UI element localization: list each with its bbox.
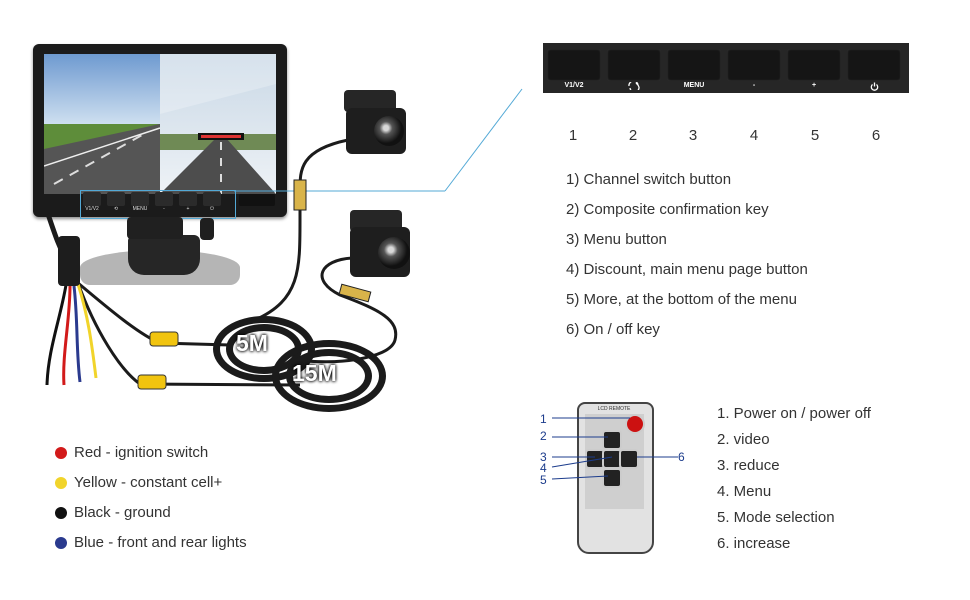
callout-connector-line: [234, 88, 523, 192]
monitor-stand-mount: [128, 235, 200, 275]
remote-callout-6: 6: [678, 450, 685, 464]
blue-dot-icon: [55, 537, 67, 549]
legend-blue: Blue - front and rear lights: [74, 534, 247, 551]
black-dot-icon: [55, 507, 67, 519]
remote-callout-1: 1: [540, 412, 547, 426]
remote-callout-lines: [551, 417, 678, 480]
cable-coil-15m-inner: [286, 349, 372, 403]
strip-button-v1v2[interactable]: [547, 49, 601, 81]
yellow-dot-icon: [55, 477, 67, 489]
monitor-button-strip: V1/V2 MENU - +: [543, 43, 909, 93]
strip-label-5: +: [811, 82, 817, 89]
road-split-screen-image: [44, 54, 276, 194]
camera-2-bracket: [350, 210, 402, 232]
remote-increase-button[interactable]: [621, 451, 637, 467]
cable-coil-15m: [272, 340, 386, 412]
bezel-label-4: -: [163, 206, 165, 212]
camera-1-lens-icon: [374, 116, 404, 146]
bezel-button-5[interactable]: [179, 192, 197, 206]
strip-label-1: V1/V2: [564, 82, 584, 89]
strip-number-3: 3: [688, 127, 698, 144]
remote-menu-button[interactable]: [604, 451, 620, 467]
monitor-bezel-buttons: V1/V2 ⟲ MENU - + ⏻: [83, 192, 233, 212]
bezel-label-1: V1/V2: [85, 206, 99, 212]
button-description-4: 4) Discount, main menu page button: [566, 261, 808, 278]
strip-label-4: -: [752, 82, 756, 89]
bezel-button-4[interactable]: [155, 192, 173, 206]
button-description-1: 1) Channel switch button: [566, 171, 732, 188]
bezel-button-1[interactable]: [83, 192, 101, 206]
cables-and-wires: [45, 138, 398, 390]
remote-function-2: 2. video: [717, 431, 770, 448]
remote-callout-4: 4: [540, 461, 547, 475]
bezel-button-3[interactable]: [131, 192, 149, 206]
monitor-stand-neck: [127, 217, 183, 239]
camera-2: [350, 227, 410, 277]
remote-function-3: 3. reduce: [717, 457, 780, 474]
strip-button-power[interactable]: [847, 49, 901, 81]
bezel-button-2[interactable]: [107, 192, 125, 206]
camera-1-bracket: [344, 90, 396, 112]
power-icon: [847, 82, 901, 93]
button-description-2: 2) Composite confirmation key: [566, 201, 769, 218]
remote-callout-3: 3: [540, 450, 547, 464]
legend-black: Black - ground: [74, 504, 171, 521]
monitor-speaker-grille: [239, 194, 275, 206]
camera-1: [346, 108, 406, 154]
remote-reduce-button[interactable]: [587, 451, 603, 467]
button-description-5: 5) More, at the bottom of the menu: [566, 291, 797, 308]
strip-number-6: 6: [871, 127, 881, 144]
legend-yellow: Yellow - constant cell+: [74, 474, 223, 491]
bezel-label-2: ⟲: [113, 206, 119, 212]
cycle-arrows-icon: [607, 80, 661, 93]
strip-number-1: 1: [568, 127, 578, 144]
strip-button-menu[interactable]: [667, 49, 721, 81]
strip-label-3: MENU: [683, 82, 705, 89]
strip-button-minus[interactable]: [727, 49, 781, 81]
strip-number-2: 2: [628, 127, 638, 144]
bezel-label-6: ⏻: [210, 206, 214, 212]
remote-function-5: 5. Mode selection: [717, 509, 835, 526]
remote-power-button[interactable]: [627, 416, 643, 432]
button-description-6: 6) On / off key: [566, 321, 660, 338]
camera-2-lens-icon: [378, 237, 410, 269]
legend-red: Red - ignition switch: [74, 444, 209, 461]
bezel-label-5: +: [186, 206, 190, 212]
remote-function-1: 1. Power on / power off: [717, 405, 871, 422]
remote-mode-button[interactable]: [604, 470, 620, 486]
remote-callout-5: 5: [540, 473, 547, 487]
stand-knob-icon: [200, 218, 214, 240]
remote-function-4: 4. Menu: [717, 483, 772, 500]
strip-button-confirm[interactable]: [607, 49, 661, 81]
cable-length-15m-label: 15M: [292, 360, 337, 386]
remote-video-button[interactable]: [604, 432, 620, 448]
strip-button-plus[interactable]: [787, 49, 841, 81]
remote-function-6: 6. increase: [717, 535, 791, 552]
strip-number-5: 5: [810, 127, 820, 144]
bezel-button-6[interactable]: [203, 192, 221, 206]
bezel-label-3: MENU: [132, 206, 148, 212]
remote-callout-2: 2: [540, 429, 547, 443]
strip-number-4: 4: [749, 127, 759, 144]
monitor: V1/V2 ⟲ MENU - + ⏻: [33, 44, 287, 217]
cable-length-5m-label: 5M: [236, 330, 268, 356]
monitor-screen: [44, 54, 276, 194]
button-description-3: 3) Menu button: [566, 231, 667, 248]
remote-header: LCD REMOTE: [597, 406, 631, 412]
red-dot-icon: [55, 447, 67, 459]
